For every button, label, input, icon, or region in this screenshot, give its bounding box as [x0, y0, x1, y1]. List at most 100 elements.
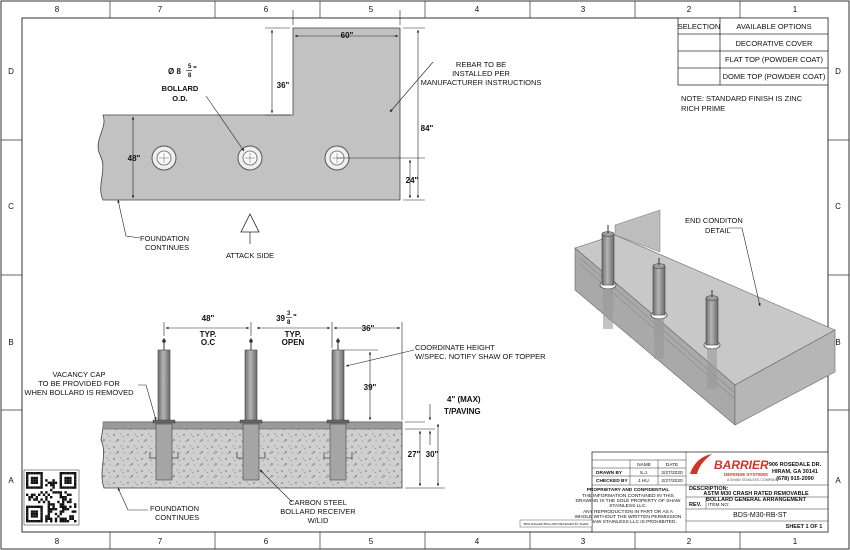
finish-note-line-1: NOTE: STANDARD FINISH IS ZINC — [681, 94, 803, 103]
iso-bollard-3 — [703, 290, 721, 389]
option-flat-top: FLAT TOP (POWDER COAT) — [725, 55, 823, 64]
zone-col-bottom-3: 3 — [581, 537, 586, 546]
tb-checked-by-label: CHECKED BY — [596, 478, 629, 484]
iso-bollard-2 — [650, 258, 668, 359]
option-decorative-cover: DECORATIVE COVER — [736, 39, 814, 48]
end-condition-label-1: END CONDITON — [685, 216, 743, 225]
plan-dim-84: 84" — [421, 124, 434, 133]
tb-checked-by: J.HU. — [638, 478, 650, 484]
zone-row-left-c: C — [8, 202, 14, 211]
zone-col-top-2: 2 — [687, 5, 692, 14]
vacancy-cap-2: TO BE PROVIDED FOR — [38, 379, 120, 388]
elevation-bollard-1 — [149, 338, 179, 481]
proprietary-5: ANY REPRODUCTION IN PART OR AS A — [583, 509, 674, 515]
plan-foundation-label-2: CONTINUES — [145, 243, 189, 252]
vacancy-cap-1: VACANCY CAP — [52, 370, 105, 379]
carbon-steel-3: W/LID — [308, 516, 329, 525]
elev-dim-4max: 4" (MAX) — [447, 395, 481, 404]
company-logo: BARRIER DEFENSE SYSTEMS A SHAW STANLESS … — [690, 454, 779, 482]
option-dome-top: DOME TOP (POWDER COAT) — [723, 72, 826, 81]
tb-drawn-by-label: DRAWN BY — [596, 470, 623, 476]
tb-date-header: DATE — [666, 462, 678, 468]
bollard-diameter-unit: " — [193, 65, 197, 74]
zone-col-bottom-8: 8 — [55, 537, 60, 546]
proprietary-7: OF SHAW STAINLESS LLC IS PROHIBITED. — [579, 519, 677, 525]
tb-drawn-by: S.J. — [640, 470, 648, 476]
elev-typ-2: TYP. — [285, 330, 302, 339]
plan-view: 60" 36" 84" 48" 24" Ø 8 5 8 " BOLLARD O.… — [97, 10, 542, 260]
elev-t-paving: T/PAVING — [444, 407, 481, 416]
zone-col-bottom-4: 4 — [475, 537, 480, 546]
plan-dim-36: 36" — [277, 81, 290, 90]
zone-row-right-a: A — [835, 476, 841, 485]
elev-dim-36: 36" — [362, 324, 375, 333]
small-footer-note: BDS ANGLED BOLLARD RECEIVER BY SHAW — [524, 522, 589, 526]
elev-dim-39-unit: " — [293, 313, 297, 322]
proprietary-2: THE INFORMATION CONTAINED IN THIS — [582, 493, 674, 499]
logo-swoosh-icon — [690, 454, 712, 474]
elev-typ-1: TYP. — [200, 330, 217, 339]
plan-bollard-1 — [151, 145, 177, 171]
description-line-1: ASTM M30 CRASH RATED REMOVABLE — [703, 491, 809, 497]
carbon-steel-2: BOLLARD RECEIVER — [280, 507, 356, 516]
item-number: BDS-M30-RB-ST — [733, 512, 787, 519]
plan-dim-60: 60" — [341, 31, 354, 40]
zone-col-top-1: 1 — [793, 5, 798, 14]
zone-row-left-b: B — [8, 338, 13, 347]
zone-row-right-c: C — [835, 202, 841, 211]
plan-dim-48: 48" — [128, 154, 141, 163]
tb-name-header: NAME — [637, 462, 651, 468]
qr-code — [23, 469, 80, 526]
elev-dim-39: 39" — [364, 383, 377, 392]
logo-tagline: A SHAW STANLESS COMPANY — [727, 478, 779, 482]
finish-note-line-2: RICH PRIME — [681, 104, 725, 113]
end-condition-label-2: DETAIL — [705, 226, 731, 235]
rebar-note-3: MANUFACTURER INSTRUCTIONS — [421, 78, 542, 87]
proprietary-1: PROPRIETARY AND CONFIDENTIAL — [587, 487, 670, 493]
elev-dim-48: 48" — [202, 314, 215, 323]
attack-side-label: ATTACK SIDE — [226, 251, 274, 260]
zone-col-bottom-7: 7 — [158, 537, 163, 546]
zone-row-right-b: B — [835, 338, 840, 347]
company-address-2: HIRAM, GA 30141 — [772, 469, 818, 475]
elev-dim-39-den: 8 — [287, 320, 291, 326]
zone-col-top-5: 5 — [369, 5, 374, 14]
zone-col-top-8: 8 — [55, 5, 60, 14]
isometric-view: END CONDITON DETAIL — [574, 209, 836, 426]
bollard-diameter-den: 8 — [188, 73, 192, 79]
tb-drawn-date: 2/27/2020 — [661, 470, 683, 476]
description-label: DESCRIPTION: — [689, 486, 729, 492]
rebar-note-1: REBAR TO BE — [456, 60, 506, 69]
vacancy-cap-3: WHEN BOLLARD IS REMOVED — [24, 388, 134, 397]
attack-side-arrow — [240, 213, 260, 233]
zone-col-top-4: 4 — [475, 5, 480, 14]
elev-foundation-label-1: FOUNDATION — [150, 504, 199, 513]
zone-row-left-d: D — [8, 67, 14, 76]
logo-text: BARRIER — [714, 458, 769, 472]
zone-row-left-a: A — [8, 476, 14, 485]
iso-bollard-1 — [599, 225, 617, 329]
coordinate-height-1: COORDINATE HEIGHT — [415, 343, 495, 352]
company-address-3: (678) 915-2090 — [776, 476, 814, 482]
description-line-2: BOLLARD GENERAL ARRANGEMENT — [706, 497, 807, 503]
selection-table: SELECTION AVAILABLE OPTIONS DECORATIVE C… — [677, 17, 829, 86]
elev-open: OPEN — [282, 338, 305, 347]
plan-foundation-shape — [97, 27, 401, 201]
options-header: AVAILABLE OPTIONS — [736, 22, 811, 31]
elevation-bollard-2 — [236, 338, 266, 481]
elevation-bollard-3 — [323, 338, 353, 481]
elev-dim-39-whole: 39 — [276, 314, 285, 323]
zone-col-bottom-5: 5 — [369, 537, 374, 546]
proprietary-4: STAINLESS LLC. — [609, 503, 647, 509]
zone-labels: 8 7 6 5 4 3 2 1 8 7 6 5 4 3 2 1 D C B A … — [8, 5, 841, 546]
rev-label: REV. — [689, 502, 702, 508]
title-block: NAME DATE DRAWN BY S.J. 2/27/2020 CHECKE… — [575, 451, 829, 533]
proprietary-3: DRAWING IS THE SOLE PROPERTY OF SHAW — [576, 498, 681, 504]
elev-foundation-label-2: CONTINUES — [155, 513, 199, 522]
bollard-od-label: O.D. — [172, 94, 187, 103]
sheet-number: SHEET 1 OF 1 — [786, 524, 823, 530]
bollard-diameter-label: Ø 8 — [168, 67, 181, 76]
plan-foundation-label-1: FOUNDATION — [140, 234, 189, 243]
